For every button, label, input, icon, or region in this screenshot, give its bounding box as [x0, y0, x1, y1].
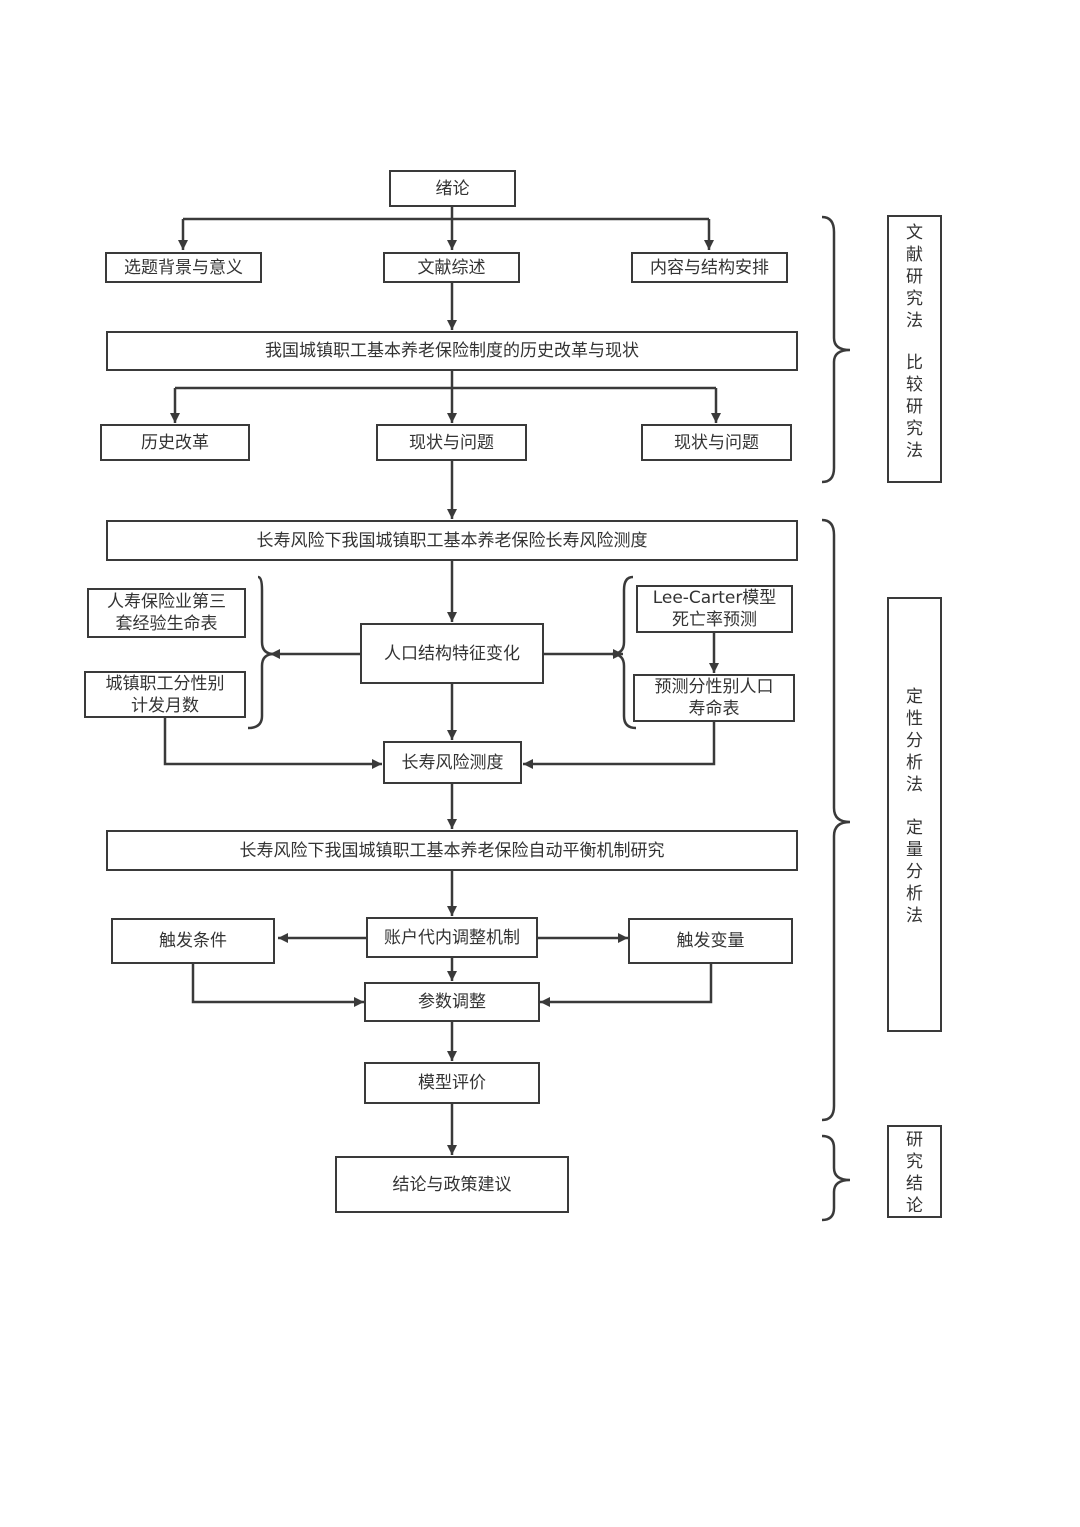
- auto-balance-box: 长寿风险下我国城镇职工基本养老保险自动平衡机制研究: [106, 830, 798, 871]
- method-box-conclusion: 研 究 结 论: [887, 1125, 942, 1218]
- lee-carter-label: Lee-Carter模型 死亡率预测: [652, 588, 777, 630]
- risk-measure-label: 长寿风险测度: [401, 752, 504, 773]
- structure-label: 内容与结构安排: [650, 257, 769, 278]
- method-comparison-label: 比 较 研 究 法: [906, 353, 923, 461]
- status-problem-right-label: 现状与问题: [674, 432, 759, 453]
- account-adjust-box: 账户代内调整机制: [366, 917, 538, 958]
- method-literature-label: 文 献 研 究 法: [906, 223, 923, 331]
- life-table-box: 人寿保险业第三 套经验生命表: [87, 588, 246, 638]
- lit-review-box: 文献综述: [383, 252, 520, 283]
- risk-measure-main-box: 长寿风险下我国城镇职工基本养老保险长寿风险测度: [106, 520, 798, 561]
- life-table-label: 人寿保险业第三 套经验生命表: [107, 592, 226, 634]
- model-eval-box: 模型评价: [364, 1062, 540, 1104]
- method-qualitative-label: 定 性 分 析 法: [906, 687, 923, 795]
- trigger-variable-box: 触发变量: [628, 918, 793, 964]
- forecast-table-label: 预测分性别人口 寿命表: [654, 677, 774, 719]
- conclusion-box: 结论与政策建议: [335, 1156, 569, 1213]
- param-adjust-box: 参数调整: [364, 982, 540, 1022]
- lee-carter-box: Lee-Carter模型 死亡率预测: [636, 585, 793, 633]
- monthly-payment-label: 城镇职工分性别 计发月数: [105, 673, 225, 716]
- risk-measure-box: 长寿风险测度: [383, 741, 522, 784]
- method-conclusion-label: 研 究 结 论: [906, 1130, 923, 1216]
- intro-label: 绪论: [435, 178, 470, 199]
- status-problem-mid-box: 现状与问题: [376, 424, 527, 461]
- background-box: 选题背景与意义: [105, 252, 262, 283]
- status-problem-right-box: 现状与问题: [641, 424, 792, 461]
- auto-balance-label: 长寿风险下我国城镇职工基本养老保险自动平衡机制研究: [239, 840, 665, 861]
- forecast-table-box: 预测分性别人口 寿命表: [633, 674, 795, 722]
- trigger-condition-label: 触发条件: [159, 931, 227, 951]
- pop-change-label: 人口结构特征变化: [384, 643, 520, 664]
- intro-box: 绪论: [389, 170, 516, 207]
- method-box-qualitative-quantitative: 定 性 分 析 法 定 量 分 析 法: [887, 597, 942, 1032]
- method-quantitative-label: 定 量 分 析 法: [906, 818, 923, 926]
- reform-label: 历史改革: [141, 432, 209, 453]
- lit-review-label: 文献综述: [417, 257, 486, 278]
- method-box-literature-comparison: 文 献 研 究 法 比 较 研 究 法: [887, 215, 942, 483]
- structure-box: 内容与结构安排: [631, 252, 788, 283]
- status-problem-mid-label: 现状与问题: [409, 432, 494, 453]
- monthly-payment-box: 城镇职工分性别 计发月数: [84, 671, 246, 718]
- trigger-variable-label: 触发变量: [676, 931, 745, 951]
- background-label: 选题背景与意义: [124, 257, 243, 278]
- param-adjust-label: 参数调整: [418, 992, 486, 1012]
- pop-change-box: 人口结构特征变化: [360, 623, 544, 684]
- reform-box: 历史改革: [100, 424, 250, 461]
- history-status-label: 我国城镇职工基本养老保险制度的历史改革与现状: [265, 341, 639, 361]
- risk-measure-main-label: 长寿风险下我国城镇职工基本养老保险长寿风险测度: [256, 530, 648, 551]
- trigger-condition-box: 触发条件: [111, 918, 275, 964]
- model-eval-label: 模型评价: [418, 1073, 486, 1093]
- account-adjust-label: 账户代内调整机制: [384, 927, 520, 948]
- history-status-box: 我国城镇职工基本养老保险制度的历史改革与现状: [106, 331, 798, 371]
- conclusion-label: 结论与政策建议: [392, 1174, 512, 1195]
